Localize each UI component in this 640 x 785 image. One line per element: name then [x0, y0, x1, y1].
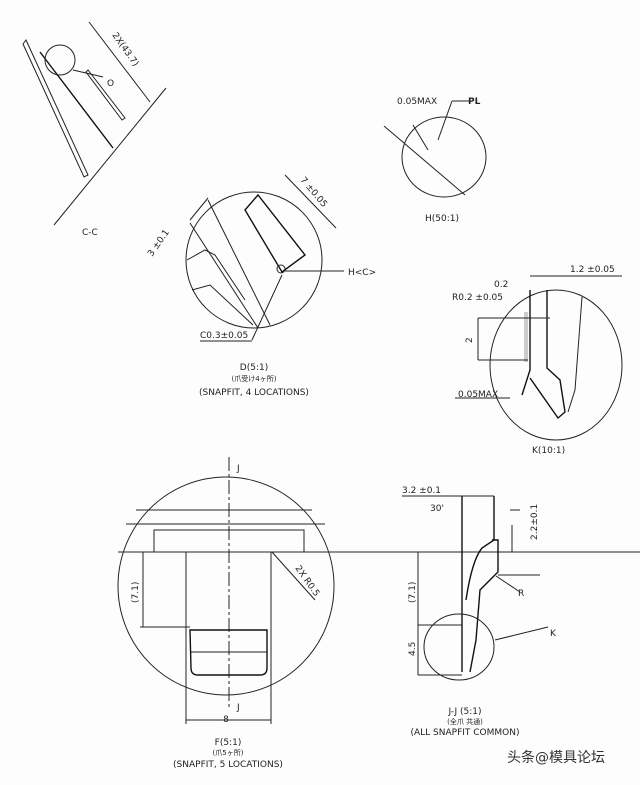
- detail-f-dim-height: (7.1): [131, 582, 141, 603]
- section-jj-ref-k: K: [550, 629, 557, 639]
- section-jj-dim-hook: 4.5: [408, 642, 418, 656]
- section-jj-dim-height: (7.1): [408, 582, 418, 603]
- detail-f-subtitle-en: (SNAPFIT, 5 LOCATIONS): [173, 760, 283, 770]
- section-jj-dim-angle: 30': [430, 504, 444, 514]
- detail-f-title: F(5:1): [215, 738, 242, 748]
- detail-f-dim-width: 8: [223, 715, 229, 725]
- section-cc-detail-ref: O: [107, 79, 114, 89]
- detail-d-view: 7 ±0.05 3 ±0.1 H<C> C0.3±0.05 D(5:1) (爪受…: [146, 174, 376, 398]
- section-jj-title: J-J (5:1): [447, 707, 481, 717]
- detail-k-view: 1.2 ±0.05 0.2 R0.2 ±0.05 2 0.05MAX K(10:…: [452, 265, 623, 456]
- detail-k-dim-radius: R0.2 ±0.05: [452, 293, 503, 303]
- detail-k-dim-gap: 0.2: [494, 280, 508, 290]
- detail-f-subtitle-jp: (爪5ヶ所): [213, 748, 244, 757]
- section-jj-subtitle-jp: (全爪 共通): [447, 717, 483, 726]
- section-jj-subtitle-en: (ALL SNAPFIT COMMON): [410, 728, 519, 738]
- section-jj-dim-radius: R: [518, 589, 524, 599]
- detail-d-dim-chamfer: C0.3±0.05: [200, 331, 248, 341]
- detail-d-subtitle-en: (SNAPFIT, 4 LOCATIONS): [199, 388, 309, 398]
- watermark: 头条@模具论坛: [507, 749, 605, 766]
- detail-d-title: D(5:1): [240, 363, 268, 373]
- detail-k-dim-max: 0.05MAX: [458, 390, 498, 400]
- section-jj-view: 3.2 ±0.1 30' 2.2±0.1 R (7.1) 4.5 K J-J (…: [402, 486, 557, 738]
- detail-h-title: H(50:1): [425, 214, 459, 224]
- section-jj-dim-step: 2.2±0.1: [530, 504, 540, 540]
- detail-d-ref-h: H<C>: [348, 268, 376, 278]
- section-cc-view: C-C O 2X(43.7): [22, 21, 167, 238]
- detail-k-title: K(10:1): [532, 446, 565, 456]
- section-jj-dim-width: 3.2 ±0.1: [402, 486, 441, 496]
- detail-f-view: J J (7.1) 2X R0.5 8 F(5:1) (爪5ヶ所) (SNAPF…: [117, 457, 640, 770]
- detail-d-dim-height: 3 ±0.1: [146, 228, 172, 259]
- detail-o-circle: [44, 44, 76, 76]
- detail-k-dim-height: 2: [465, 337, 475, 343]
- detail-d-subtitle-jp: (爪受け4ヶ所): [232, 374, 277, 383]
- detail-k-dim-width: 1.2 ±0.05: [570, 265, 615, 275]
- detail-h-dim-max: 0.05MAX: [397, 97, 437, 107]
- detail-f-dim-radius: 2X R0.5: [293, 564, 321, 599]
- detail-h-pl-label: PL: [468, 97, 481, 107]
- section-mark-j-bottom: J: [236, 703, 240, 713]
- section-cc-dim-length: 2X(43.7): [110, 31, 141, 69]
- section-cc-title: C-C: [82, 228, 98, 238]
- detail-h-view: 0.05MAX PL H(50:1): [383, 97, 487, 224]
- section-mark-j-top: J: [236, 464, 240, 474]
